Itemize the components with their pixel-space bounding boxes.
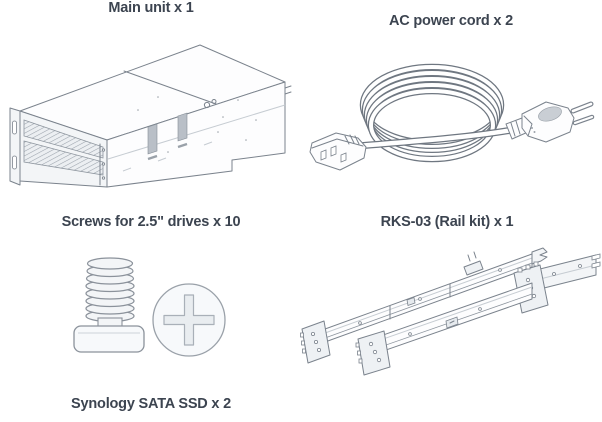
item-label-rail-kit: RKS-03 (Rail kit) x 1: [380, 214, 514, 230]
rack-server-illustration: [9, 44, 292, 188]
item-label-screws: Screws for 2.5" drives x 10: [61, 214, 241, 230]
item-label-main-unit: Main unit x 1: [108, 0, 194, 16]
screws-illustration: [73, 257, 226, 357]
power-cord-illustration: [309, 63, 595, 171]
item-label-ac-power-cord: AC power cord x 2: [389, 13, 513, 29]
rail-kit-illustration: [300, 247, 601, 376]
item-label-sata-ssd: Synology SATA SSD x 2: [71, 396, 231, 412]
